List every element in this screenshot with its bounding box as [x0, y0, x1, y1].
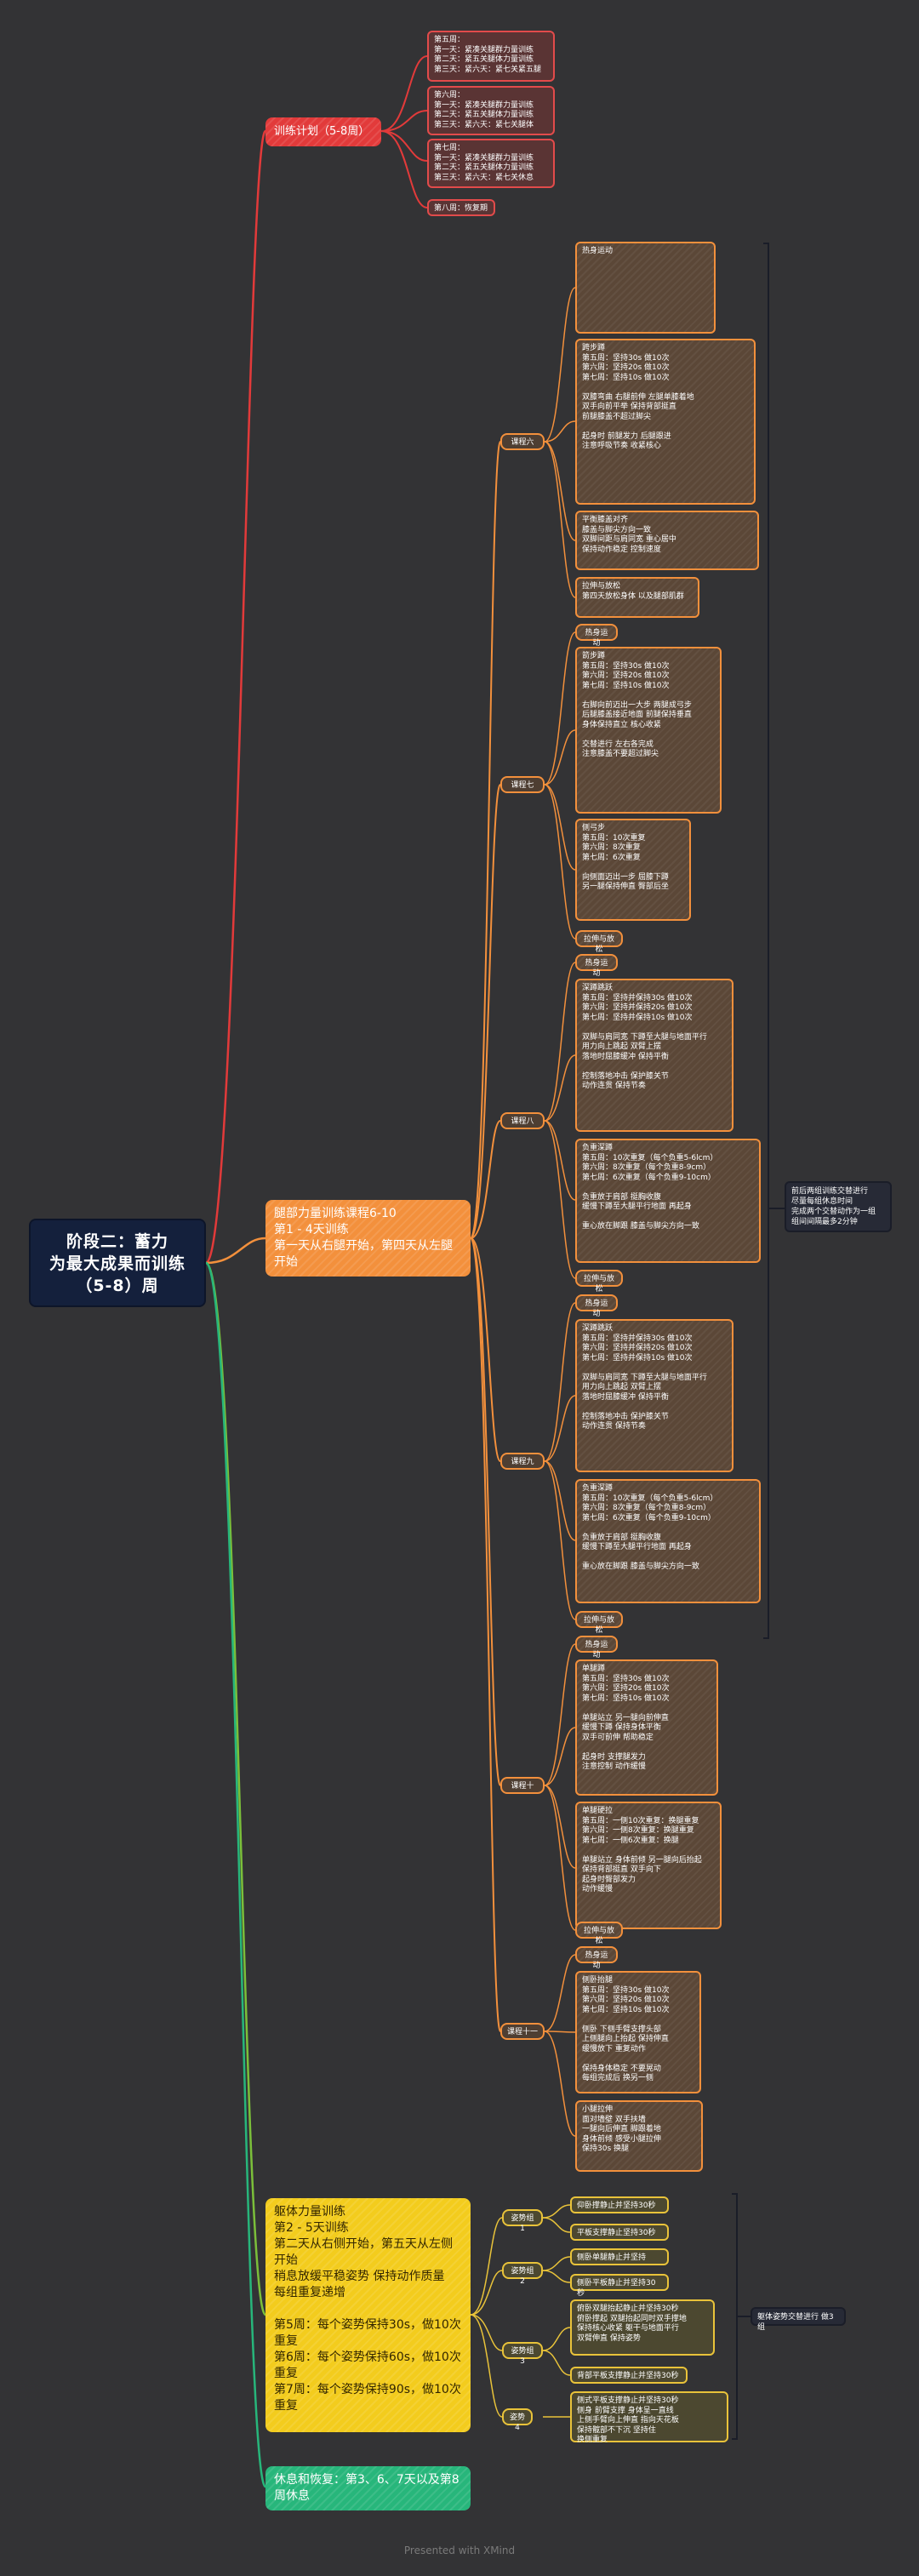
- course6-warmup[interactable]: 热身运动: [575, 242, 716, 334]
- core-group4-label[interactable]: 姿势4: [502, 2408, 533, 2432]
- plan-week8[interactable]: 第八周：恢复期: [427, 199, 495, 216]
- course6-stretch[interactable]: 拉伸与放松 第四天放松身体 以及腿部肌群: [575, 577, 699, 618]
- course9-exercise-b[interactable]: 负重深蹲 第五周：10次重复（每个负重5-6lcm） 第六周：8次重复（每个负重…: [575, 1479, 761, 1603]
- course9-stretch[interactable]: 拉伸与放松: [575, 1611, 623, 1635]
- course-eight-label[interactable]: 课程八: [500, 1112, 545, 1129]
- core-group2-item2[interactable]: 侧卧平板静止并坚持30秒: [570, 2274, 669, 2298]
- course6-exercise-a[interactable]: 跨步蹲 第五周：坚持30s 做10次 第六周：坚持20s 做10次 第七周：坚持…: [575, 339, 756, 505]
- course10-exercise-b[interactable]: 单腿硬拉 第五周：一侧10次重复：换腿重复 第六周：一侧8次重复：换腿重复 第七…: [575, 1802, 722, 1929]
- course7-exercise-a[interactable]: 箭步蹲 第五周：坚持30s 做10次 第六周：坚持20s 做10次 第七周：坚持…: [575, 647, 722, 814]
- core-group3-item2[interactable]: 背部平板支撑静止并坚持30秒: [570, 2367, 688, 2384]
- course10-exercise-a[interactable]: 单腿蹲 第五周：坚持30s 做10次 第六周：坚持20s 做10次 第七周：坚持…: [575, 1659, 718, 1796]
- course6-exercise-b[interactable]: 平衡膝盖对齐 膝盖与脚尖方向一致 双脚间距与肩同宽 重心居中 保持动作稳定 控制…: [575, 511, 759, 570]
- branch-leg-strength[interactable]: 腿部力量训练课程6-10 第1 - 4天训练 第一天从右腿开始，第四天从左腿开始: [265, 1200, 471, 1277]
- course-six-label[interactable]: 课程六: [500, 433, 545, 450]
- course7-stretch[interactable]: 拉伸与放松: [575, 930, 623, 954]
- course7-exercise-b[interactable]: 侧弓步 第五周：10次重复 第六周：8次重复 第七周：6次重复 向侧面迈出一步 …: [575, 819, 691, 921]
- course11-warmup[interactable]: 热身运动: [575, 1946, 618, 1970]
- core-note[interactable]: 躯体姿势交替进行 做3组: [751, 2307, 846, 2332]
- plan-week5[interactable]: 第五周： 第一天：紧凑关腿群力量训练 第二天：紧五关腿体力量训练 第三天：紧六天…: [427, 31, 555, 82]
- core-group2-label[interactable]: 姿势组2: [502, 2262, 543, 2286]
- core-group1-item1[interactable]: 仰卧撑静止并坚持30秒: [570, 2196, 669, 2213]
- branch-core-strength[interactable]: 躯体力量训练 第2 - 5天训练 第二天从右侧开始，第五天从左侧开始 稍息放缓平…: [265, 2198, 471, 2432]
- course8-stretch[interactable]: 拉伸与放松: [575, 1270, 623, 1294]
- core-group3-item1[interactable]: 俯卧双腿抬起静止并坚持30秒 俯卧撑起 双腿抬起同时双手撑地 保持核心收紧 躯干…: [570, 2299, 715, 2356]
- course8-exercise-a[interactable]: 深蹲跳跃 第五周：坚持并保持30s 做10次 第六周：坚持并保持20s 做10次…: [575, 979, 733, 1132]
- course8-warmup[interactable]: 热身运动: [575, 954, 618, 978]
- branch-training-plan[interactable]: 训练计划（5-8周）: [265, 117, 381, 146]
- course-ten-label[interactable]: 课程十: [500, 1777, 545, 1794]
- course11-exercise-a[interactable]: 侧卧抬腿 第五周：坚持30s 做10次 第六周：坚持20s 做10次 第七周：坚…: [575, 1971, 701, 2093]
- footer-credit: Presented with XMind: [403, 2545, 516, 2556]
- leg-note[interactable]: 前后两组训练交替进行 尽量每组休息时间 完成两个交替动作为一组 组间间隔最多2分…: [785, 1181, 892, 1232]
- course10-stretch[interactable]: 拉伸与放松: [575, 1922, 623, 1945]
- course-seven-label[interactable]: 课程七: [500, 776, 545, 793]
- core-group1-label[interactable]: 姿势组1: [502, 2209, 543, 2233]
- course11-exercise-b[interactable]: 小腿拉伸 面对墙壁 双手扶墙 一腿向后伸直 脚跟着地 身体前倾 感受小腿拉伸 保…: [575, 2100, 703, 2172]
- course8-exercise-b[interactable]: 负重深蹲 第五周：10次重复（每个负重5-6lcm） 第六周：8次重复（每个负重…: [575, 1139, 761, 1263]
- course9-exercise-a[interactable]: 深蹲跳跃 第五周：坚持并保持30s 做10次 第六周：坚持并保持20s 做10次…: [575, 1319, 733, 1472]
- course7-warmup[interactable]: 热身运动: [575, 624, 618, 648]
- root-topic[interactable]: 阶段二：蓄力 为最大成果而训练 （5-8）周: [29, 1219, 206, 1307]
- core-group3-label[interactable]: 姿势组3: [502, 2342, 543, 2366]
- core-group4-item1[interactable]: 侧式平板支撑静止并坚持30秒 侧身 前臂支撑 身体呈一直线 上侧手臂向上伸直 指…: [570, 2391, 728, 2444]
- plan-week6[interactable]: 第六周： 第一天：紧凑关腿群力量训练 第二天：紧五关腿体力量训练 第三天：紧六天…: [427, 86, 555, 135]
- branch-rest[interactable]: 休息和恢复：第3、6、7天以及第8周休息: [265, 2466, 471, 2510]
- plan-week7[interactable]: 第七周： 第一天：紧凑关腿群力量训练 第二天：紧五关腿体力量训练 第三天：紧六天…: [427, 139, 555, 188]
- core-group1-item2[interactable]: 平板支撑静止坚持30秒: [570, 2224, 669, 2241]
- core-group2-item1[interactable]: 侧卧单腿静止并坚持: [570, 2248, 669, 2265]
- course9-warmup[interactable]: 热身运动: [575, 1294, 618, 1318]
- course10-warmup[interactable]: 热身运动: [575, 1636, 618, 1659]
- course-eleven-label[interactable]: 课程十一: [500, 2023, 545, 2040]
- course-nine-label[interactable]: 课程九: [500, 1453, 545, 1470]
